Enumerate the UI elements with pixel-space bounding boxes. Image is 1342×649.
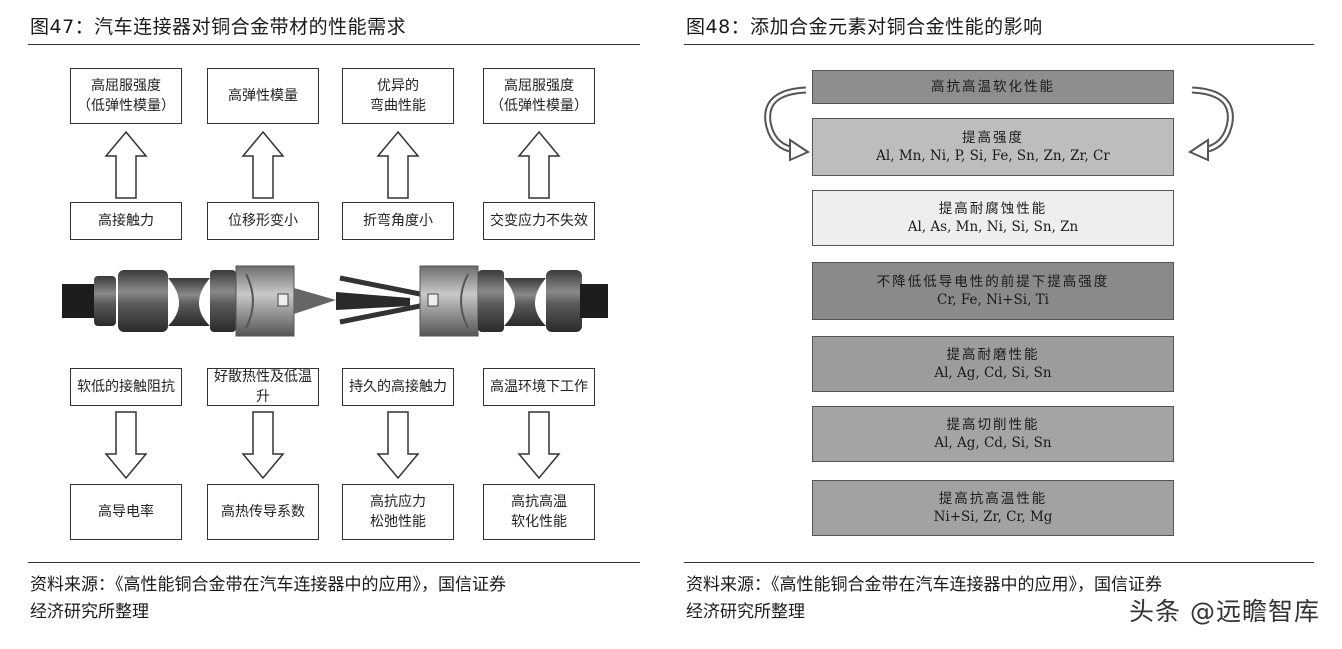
- bottom-box-2: 高热传导系数: [207, 484, 319, 540]
- figure-48: 图48：添加合金元素对铜合金性能的影响 高抗高温软化性能提高强度 Al, Mn, …: [684, 0, 1314, 649]
- lower-box-4: 高温环境下工作: [483, 368, 595, 406]
- top-box-3: 优异的 弯曲性能: [342, 68, 454, 124]
- alloy-elements: Al, Ag, Cd, Si, Sn: [934, 365, 1052, 381]
- alloy-elements: Al, As, Mn, Ni, Si, Sn, Zn: [907, 219, 1079, 235]
- lower-box-1: 软低的接触阻抗: [70, 368, 182, 406]
- up-arrow-icon-4: [517, 130, 561, 199]
- down-arrow-icon-1: [104, 411, 148, 480]
- property-box-1: 高抗高温软化性能: [812, 70, 1174, 104]
- property-box-2: 提高强度 Al, Mn, Ni, P, Si, Fe, Sn, Zn, Zr, C…: [812, 118, 1174, 176]
- property-title: 提高切削性能: [946, 417, 1040, 433]
- lower-box-2: 好散热性及低温升: [207, 368, 319, 406]
- alloy-elements: Al, Mn, Ni, P, Si, Fe, Sn, Zn, Zr, Cr: [876, 148, 1110, 164]
- right-cable: [580, 284, 608, 318]
- lower-box-3: 持久的高接触力: [342, 368, 454, 406]
- alloy-elements: Al, Ag, Cd, Si, Sn: [934, 435, 1052, 451]
- figure-47-title: 图47：汽车连接器对铜合金带材的性能需求: [30, 16, 407, 38]
- property-box-4: 不降低低导电性的前提下提高强度 Cr, Fe, Ni+Si, Ti: [812, 262, 1174, 320]
- left-curved-arrow-icon: [764, 86, 811, 162]
- up-arrow-icon-2: [241, 130, 285, 199]
- top-box-1: 高屈服强度 （低弹性模量）: [70, 68, 182, 124]
- figure-48-title: 图48：添加合金元素对铜合金性能的影响: [686, 16, 1043, 38]
- upper-box-1: 高接触力: [70, 202, 182, 240]
- upper-box-3: 折弯角度小: [342, 202, 454, 240]
- bottom-box-3: 高抗应力 松弛性能: [342, 484, 454, 540]
- figure-47: 图47：汽车连接器对铜合金带材的性能需求 高屈服强度 （低弹性模量） 高弹性模量优…: [28, 0, 640, 649]
- bottom-box-4: 高抗高温 软化性能: [483, 484, 595, 540]
- property-title: 提高耐磨性能: [946, 347, 1040, 363]
- upper-box-4: 交变应力不失效: [483, 202, 595, 240]
- up-arrow-icon-3: [376, 130, 420, 199]
- figure-47-source: 资料来源：《高性能铜合金带在汽车连接器中的应用》，国信证券 经济研究所整理: [30, 575, 506, 622]
- property-box-5: 提高耐磨性能 Al, Ag, Cd, Si, Sn: [812, 336, 1174, 392]
- alloy-elements: Cr, Fe, Ni+Si, Ti: [937, 292, 1049, 308]
- source-rule: [684, 562, 1314, 563]
- down-arrow-icon-3: [376, 411, 420, 480]
- property-title: 不降低低导电性的前提下提高强度: [876, 274, 1110, 290]
- property-title: 提高强度: [962, 130, 1024, 146]
- connector-illustration: [62, 265, 608, 337]
- title-rule: [28, 44, 640, 45]
- figure-48-source: 资料来源：《高性能铜合金带在汽车连接器中的应用》，国信证券 经济研究所整理: [686, 575, 1162, 622]
- top-box-4: 高屈服强度 （低弹性模量）: [483, 68, 595, 124]
- upper-box-2: 位移形变小: [207, 202, 319, 240]
- property-title: 提高抗高温性能: [938, 491, 1048, 507]
- property-title: 高抗高温软化性能: [931, 79, 1055, 95]
- property-box-6: 提高切削性能 Al, Ag, Cd, Si, Sn: [812, 406, 1174, 462]
- left-cable: [62, 284, 96, 318]
- source-rule: [28, 562, 640, 563]
- right-curved-arrow-icon: [1187, 86, 1234, 162]
- property-box-7: 提高抗高温性能 Ni+Si, Zr, Cr, Mg: [812, 480, 1174, 536]
- title-rule: [684, 44, 1314, 45]
- up-arrow-icon-1: [104, 130, 148, 199]
- bottom-box-1: 高导电率: [70, 484, 182, 540]
- top-box-2: 高弹性模量: [207, 68, 319, 124]
- watermark: 头条 @远瞻智库: [1129, 597, 1320, 626]
- property-box-3: 提高耐腐蚀性能 Al, As, Mn, Ni, Si, Sn, Zn: [812, 190, 1174, 246]
- down-arrow-icon-4: [517, 411, 561, 480]
- down-arrow-icon-2: [241, 411, 285, 480]
- property-title: 提高耐腐蚀性能: [938, 201, 1048, 217]
- alloy-elements: Ni+Si, Zr, Cr, Mg: [933, 509, 1053, 525]
